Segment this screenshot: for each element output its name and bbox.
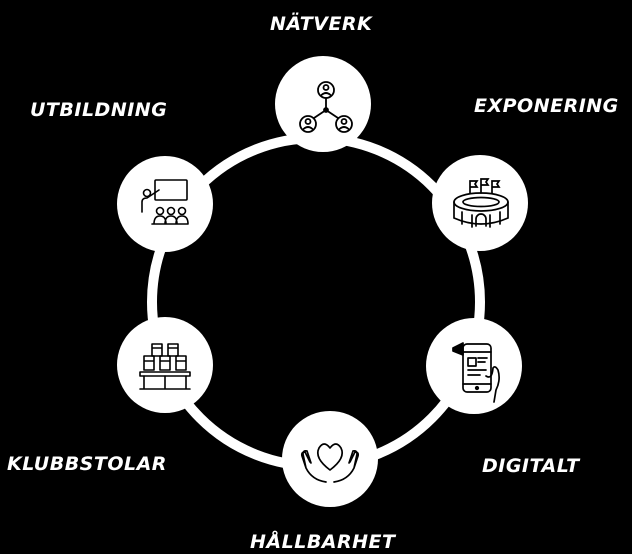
seats-icon (139, 343, 191, 390)
label-exponering: EXPONERING (474, 95, 619, 117)
stadium-icon (453, 178, 509, 228)
node-hallbarhet (282, 411, 378, 507)
label-klubbstolar: KLUBBSTOLAR (7, 453, 167, 475)
teacher-icon (141, 179, 189, 225)
node-digitalt (426, 318, 522, 414)
node-klubbstolar (117, 317, 213, 413)
label-utbildning: UTBILDNING (30, 99, 168, 121)
network-icon (299, 81, 353, 133)
label-digitalt: DIGITALT (482, 455, 580, 477)
node-utbildning (117, 156, 213, 252)
label-hallbarhet: HÅLLBARHET (250, 531, 396, 553)
heart-hands-icon (300, 443, 360, 483)
node-exponering (432, 155, 528, 251)
label-natverk: NÄTVERK (270, 13, 373, 35)
phone-icon (452, 342, 500, 403)
node-natverk (275, 56, 371, 152)
